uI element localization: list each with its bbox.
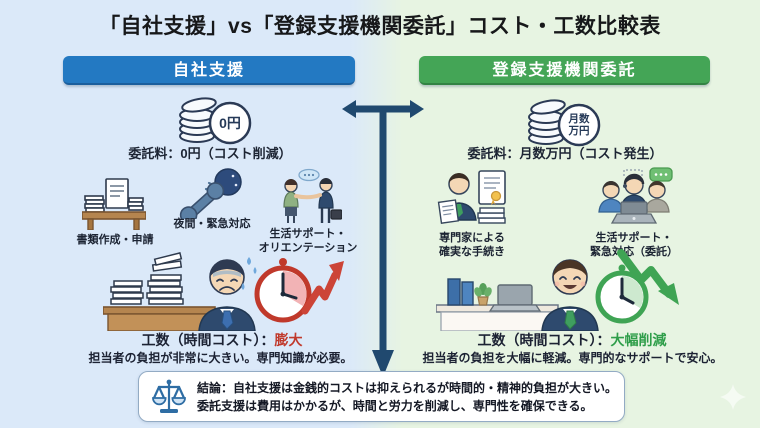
conclusion-box: 結論：自社支援は金銭的コストは抑えられるが時間的・精神的負担が大きい。 委託支援… <box>138 371 625 422</box>
left-icon-label-night: 夜間・緊急対応 <box>173 218 251 230</box>
left-icon-label-paperwork: 書類作成・申請 <box>76 234 154 246</box>
paperwork-desk-icon <box>82 178 146 230</box>
left-column-header: 自社支援 <box>63 56 355 85</box>
right-result-note: 担当者の負担を大幅に軽減。専門的なサポートで安心。 <box>422 351 723 365</box>
coin-badge-text: 0円 <box>219 115 241 131</box>
right-fee-caption: 委託料：月数万円（コスト発生） <box>467 146 663 161</box>
conclusion-line-1: 結論：自社支援は金銭的コストは抑えられるが時間的・精神的負担が大きい。 <box>197 380 618 395</box>
handshake-support-icon <box>283 168 342 223</box>
left-result-note: 担当者の負担が非常に大きい。専門知識が必要。 <box>88 351 353 365</box>
right-column-header: 登録支援機関委託 <box>419 56 710 85</box>
left-icon-label-support-1: 生活サポート・ <box>269 228 347 240</box>
conclusion-line-2: 委託支援は費用はかかるが、時間と労力を削減し、専門性を確保できる。 <box>197 398 593 413</box>
coins-zero-yen-icon: 0円 <box>179 97 252 145</box>
coin-badge-text-line2: 万円 <box>568 125 590 137</box>
balance-scale-icon <box>152 379 186 413</box>
left-result-prefix: 工数（時間コスト）： <box>141 332 275 348</box>
coin-badge-text-line1: 月数 <box>568 112 590 125</box>
sparkle-icon <box>720 384 746 410</box>
right-icon-label-expert-2: 確実な手続き <box>439 246 505 258</box>
right-result-value: 大幅削減 <box>610 332 667 348</box>
page-title: 「自社支援」vs「登録支援機関委託」コスト・工数比較表 <box>99 15 661 38</box>
right-icon-label-expert-1: 専門家による <box>439 232 505 244</box>
comparison-divider-arrow <box>342 100 424 377</box>
relaxed-worker-illustration <box>436 249 679 331</box>
left-result-line: 工数（時間コスト）：膨大 <box>62 330 382 350</box>
left-icon-label-support-2: オリエンテーション <box>258 242 358 254</box>
right-result-prefix: 工数（時間コスト）： <box>477 332 611 348</box>
left-fee-caption: 委託料：0円（コスト削減） <box>128 146 292 161</box>
expert-certificate-icon <box>437 170 506 224</box>
support-team-icon <box>598 167 673 224</box>
stressed-worker-illustration <box>103 252 344 331</box>
coins-monthly-fee-icon: 月数 万円 <box>528 99 601 147</box>
conclusion-text-block: 結論：自社支援は金銭的コストは抑えられるが時間的・精神的負担が大きい。 委託支援… <box>197 379 617 415</box>
phone-night-icon <box>179 168 242 219</box>
right-icon-label-team-2: 緊急対応（委託） <box>590 246 678 258</box>
right-result-line: 工数（時間コスト）：大幅削減 <box>412 330 732 350</box>
right-icon-label-team-1: 生活サポート・ <box>595 232 673 244</box>
left-result-value: 膨大 <box>274 332 303 348</box>
